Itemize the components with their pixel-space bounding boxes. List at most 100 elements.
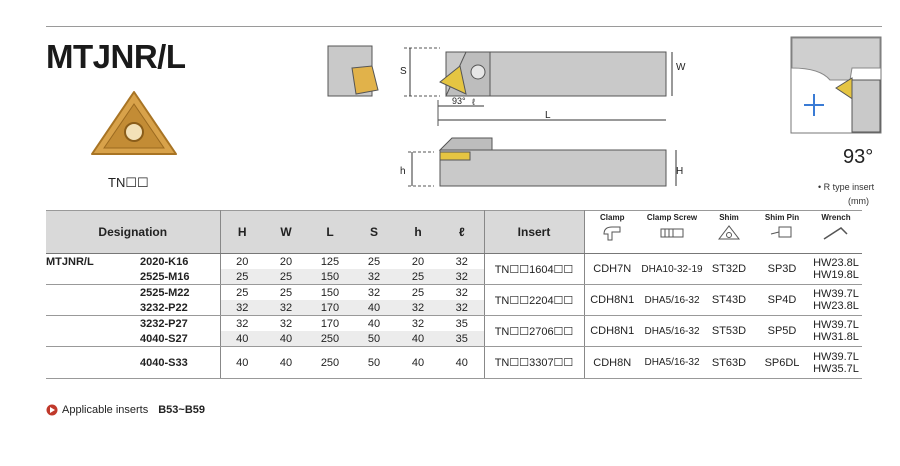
cell-L: 250 (308, 331, 352, 347)
cell-h: 40 (396, 331, 440, 347)
cell-S: 40 (352, 300, 396, 316)
table-row: 4040-S33 40 40 250 50 40 40 TN☐☐3307☐☐ C… (46, 346, 862, 379)
spec-table: Designation H W L S h ℓ Insert Clamp Cla… (46, 210, 862, 379)
wrench-icon (810, 224, 862, 242)
holder-side-view (408, 137, 677, 187)
insert-cell: TN☐☐1604☐☐ (484, 253, 585, 285)
triangular-insert-image (91, 91, 177, 155)
wrench-1: HW39.7L (813, 350, 859, 363)
footer-note: Applicable inserts B53~B59 (46, 404, 205, 416)
cell-W: 20 (279, 255, 293, 268)
shim-pin-cell: SP3D (754, 253, 810, 285)
col-S: S (352, 210, 396, 254)
col-insert: Insert (484, 210, 585, 254)
cell-L: 150 (308, 269, 352, 285)
col-shim-pin: Shim Pin (754, 210, 810, 254)
cell-H: 32 (236, 317, 249, 330)
approach-angle-label: 93° (843, 146, 874, 168)
insert-cell: TN☐☐2706☐☐ (484, 315, 585, 347)
table-row: 3232-P22 32 32 170 40 32 32 (46, 300, 862, 316)
shim-cell: ST43D (704, 284, 754, 316)
cell-h: 40 (396, 346, 440, 379)
cell-W: 40 (264, 331, 308, 347)
cell-W: 25 (279, 286, 293, 299)
table-row: 3232-P27 32 32 170 40 32 35 TN☐☐2706☐☐ C… (46, 315, 862, 347)
cell-ell: 35 (440, 331, 485, 347)
cell-h: 20 (411, 255, 425, 268)
cell-ell: 35 (440, 315, 485, 331)
designation-cell: 2525-M22 (130, 284, 221, 300)
cell-L: 125 (320, 255, 340, 268)
cell-S: 40 (367, 317, 381, 330)
cell-W: 32 (264, 300, 308, 316)
col-wrench-label: Wrench (821, 213, 851, 222)
cell-ell: 32 (440, 300, 485, 316)
holder-top-view (327, 45, 673, 126)
insert-cell: TN☐☐2204☐☐ (484, 284, 585, 316)
table-row: 2525-M22 25 25 150 32 25 32 TN☐☐2204☐☐ C… (46, 284, 862, 316)
col-clamp-screw: Clamp Screw (640, 210, 704, 254)
shim-cell: ST63D (704, 346, 754, 379)
dim-label-l: L (545, 110, 551, 121)
wrench-1: HW39.7L (813, 319, 859, 331)
table-row: 2525-M16 25 25 150 32 25 32 (46, 269, 862, 285)
cell-ell: 32 (440, 284, 485, 300)
wrench-2: HW19.8L (813, 269, 859, 281)
cell-h: 25 (411, 286, 425, 299)
clamp-screw-cell: DHA5/16-32 (640, 284, 704, 316)
col-clamp-label: Clamp (600, 213, 625, 222)
series-label: MTJNR/L (46, 255, 94, 268)
col-clamp-screw-label: Clamp Screw (646, 213, 698, 222)
cell-h: 25 (396, 269, 440, 285)
wrench-1: HW39.7L (813, 288, 859, 300)
clamp-cell: CDH8N (584, 346, 640, 379)
col-W: W (264, 210, 308, 254)
shim-pin-cell: SP6DL (754, 346, 810, 379)
shim-cell: ST53D (704, 315, 754, 347)
cell-h: 32 (411, 317, 425, 330)
cell-S: 32 (352, 269, 396, 285)
cell-h: 32 (396, 300, 440, 316)
dim-label-w: W (676, 62, 686, 73)
col-H: H (220, 210, 264, 254)
cell-S: 32 (367, 286, 381, 299)
cell-L: 170 (320, 317, 340, 330)
col-shim: Shim (704, 210, 754, 254)
clamp-icon (585, 224, 641, 242)
clamp-screw-cell: DHA5/16-32 (640, 315, 704, 347)
cell-S: 50 (352, 346, 396, 379)
designation-cell: 4040-S27 (130, 331, 221, 347)
cell-H: 20 (236, 255, 249, 268)
col-h: h (396, 210, 440, 254)
wrench-2: HW31.8L (813, 331, 859, 343)
screw-icon (640, 224, 704, 242)
shim-pin-icon (754, 224, 810, 242)
footer-ref-link[interactable]: B53~B59 (158, 404, 206, 416)
cell-H: 40 (220, 346, 264, 379)
insert-cell: TN☐☐3307☐☐ (484, 346, 585, 379)
top-rule (46, 26, 882, 27)
cell-ell: 32 (440, 269, 485, 285)
cell-L: 250 (308, 346, 352, 379)
wrench-1: HW23.8L (813, 257, 859, 269)
cell-ell: 40 (440, 346, 485, 379)
table-row: MTJNR/L 2020-K16 20 20 125 25 20 32 TN☐☐… (46, 253, 862, 285)
clamp-screw-cell: DHA5/16-32 (640, 346, 704, 379)
designation-cell: 3232-P27 (130, 315, 221, 331)
dim-label-s: S (400, 66, 407, 77)
cell-H: 32 (220, 300, 264, 316)
designation-cell: 2525-M16 (130, 269, 221, 285)
col-wrench: Wrench (810, 210, 862, 254)
clamp-screw-cell: DHA10-32-19 (640, 253, 704, 285)
cell-W: 25 (264, 269, 308, 285)
unit-label: (mm) (848, 196, 869, 206)
designation-cell: 4040-S33 (130, 346, 221, 379)
shim-pin-cell: SP4D (754, 284, 810, 316)
cell-H: 40 (220, 331, 264, 347)
cell-ell: 32 (440, 253, 485, 269)
cell-L: 150 (320, 286, 340, 299)
dim-label-ell: ℓ (472, 97, 475, 107)
